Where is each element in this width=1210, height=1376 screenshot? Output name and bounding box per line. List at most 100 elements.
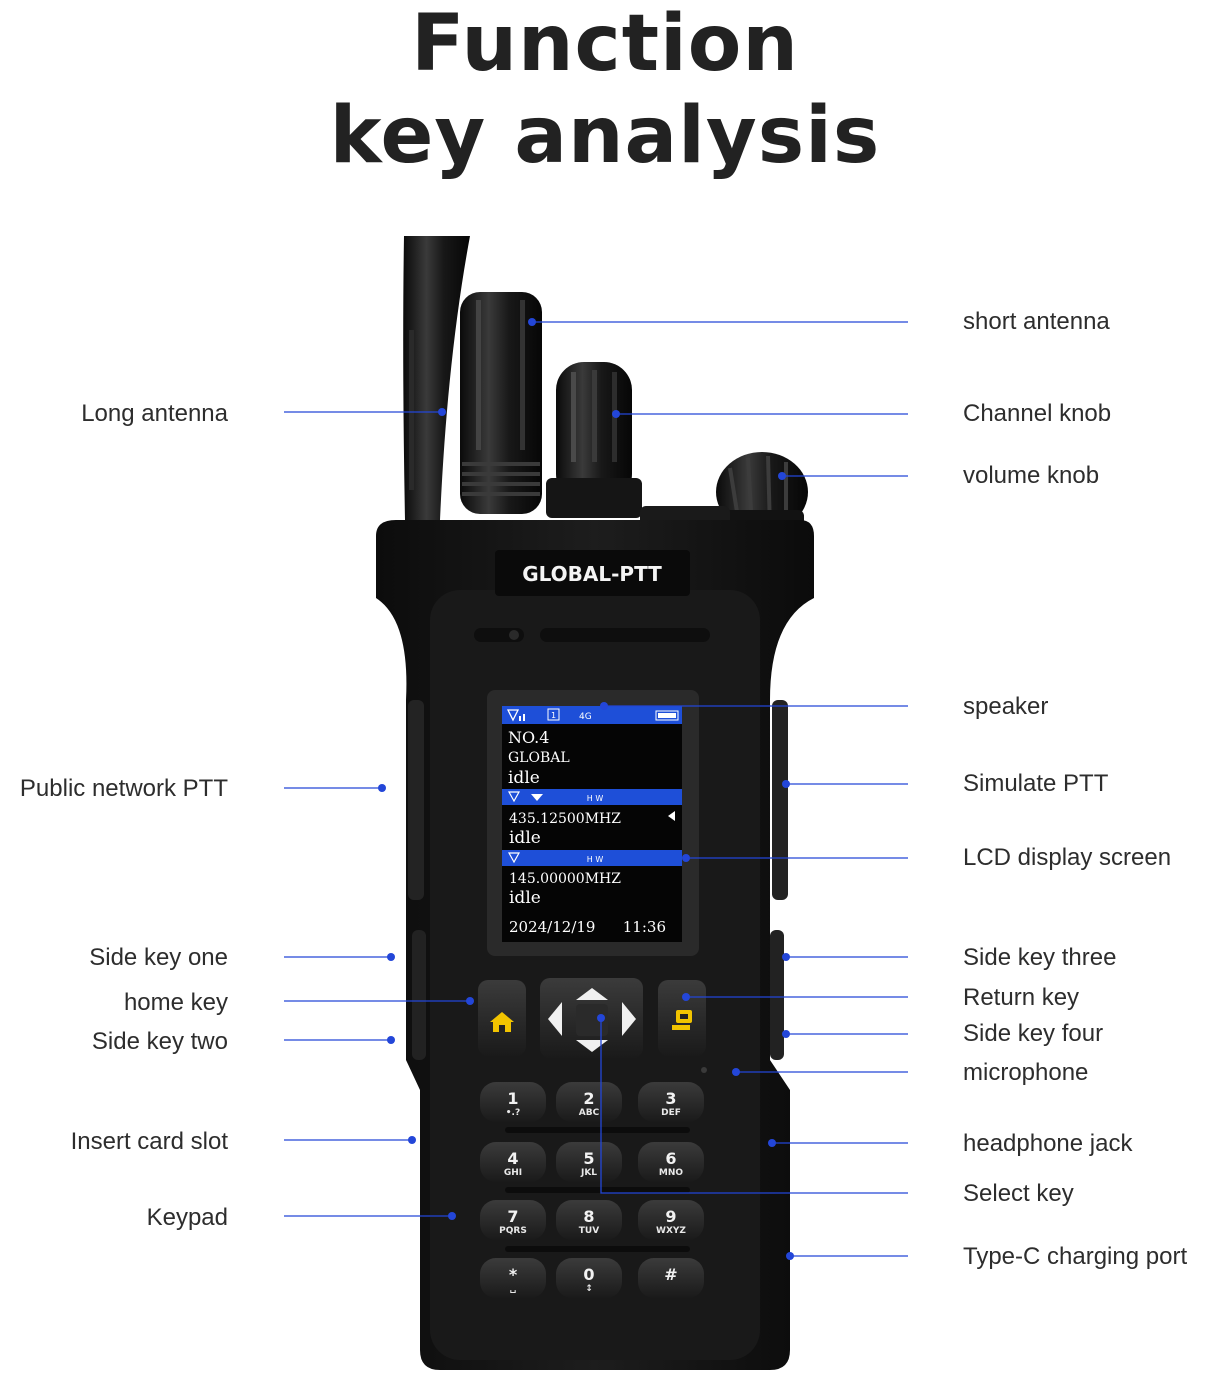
label-public-network-ptt: Public network PTT	[19, 775, 228, 802]
keypad-key-letters: JKL	[580, 1168, 597, 1178]
label-keypad: Keypad	[146, 1204, 228, 1231]
microphone-hole	[701, 1067, 707, 1073]
lcd-line-group: GLOBAL	[508, 750, 570, 766]
label-headphone-jack: headphone jack	[963, 1130, 1133, 1157]
keypad-key-number: 0	[583, 1265, 594, 1284]
label-short-antenna: short antenna	[963, 308, 1110, 335]
label-microphone: microphone	[963, 1059, 1089, 1086]
navigation-d-pad[interactable]	[540, 978, 643, 1058]
label-type-c-charging-port: Type-C charging port	[963, 1243, 1188, 1270]
label-select-key: Select key	[963, 1180, 1074, 1207]
lcd-ch1-frequency: 435.12500MHZ	[509, 811, 621, 827]
keypad-key-number: 4	[507, 1149, 518, 1168]
keypad-key-letters: ␣	[510, 1284, 517, 1294]
home-icon	[490, 1012, 514, 1032]
keypad-key[interactable]: 0↕	[556, 1258, 622, 1298]
channel-2-signal-icon	[507, 852, 521, 864]
keypad-key-surface	[556, 1258, 622, 1298]
lcd-line-no: NO.4	[508, 728, 549, 747]
label-long-antenna: Long antenna	[81, 400, 228, 427]
up-arrow-icon	[576, 988, 608, 1000]
lcd-status-1: idle	[508, 768, 540, 788]
speaker-grille	[474, 628, 710, 642]
page-title-line-1: Function	[411, 0, 799, 89]
keypad-key-letters: ABC	[579, 1108, 600, 1118]
label-home-key: home key	[123, 989, 228, 1016]
keypad-key-number: 7	[507, 1207, 518, 1226]
select-key[interactable]	[576, 1004, 608, 1036]
channel-knob	[546, 362, 642, 518]
label-insert-card-slot: Insert card slot	[70, 1128, 228, 1155]
battery-icon	[655, 710, 679, 721]
keypad-key-number: 5	[583, 1149, 594, 1168]
keypad-key-letters: DEF	[661, 1108, 681, 1118]
home-key[interactable]	[478, 980, 526, 1056]
label-return-key: Return key	[963, 984, 1080, 1011]
ch1-selected-arrow-icon	[668, 811, 675, 821]
label-side-key-four: Side key four	[963, 1020, 1104, 1047]
label-speaker: speaker	[963, 693, 1049, 720]
keypad-key-letters: WXYZ	[656, 1226, 686, 1236]
keypad-key-letters: ↕	[585, 1284, 593, 1294]
lcd-sim-index: 1	[551, 711, 556, 720]
sim-slot-badge	[547, 708, 560, 721]
keypad-key-letters: MNO	[659, 1168, 683, 1178]
keypad-key-surface	[638, 1200, 704, 1240]
keypad-key-letters: •.?	[506, 1108, 520, 1118]
label-side-key-two: Side key two	[91, 1028, 228, 1055]
down-arrow-icon	[576, 1040, 608, 1052]
lcd-ch2-frequency: 145.00000MHZ	[509, 871, 621, 887]
short-antenna	[460, 292, 542, 514]
lcd-ch2-status: idle	[509, 888, 541, 908]
label-lcd-display-screen: LCD display screen	[963, 844, 1172, 871]
keypad-key-surface	[480, 1200, 546, 1240]
keypad-key-number: 2	[583, 1089, 594, 1108]
keypad-key-surface	[638, 1258, 704, 1298]
keypad-key[interactable]: #	[638, 1258, 704, 1298]
keypad-key-surface	[480, 1258, 546, 1298]
lcd-network: 4G	[579, 712, 592, 722]
lcd-ch1-status: idle	[509, 828, 541, 848]
keypad-key-number: #	[664, 1265, 677, 1284]
long-antenna	[403, 236, 470, 520]
keypad-key-number: 8	[583, 1207, 594, 1226]
keypad-key-surface	[480, 1142, 546, 1182]
lcd-time: 11:36	[623, 918, 666, 936]
channel-1-signal-icon	[507, 791, 521, 803]
keypad-key-number: 9	[665, 1207, 676, 1226]
keypad-key-number: 3	[665, 1089, 676, 1108]
page-title-line-2: key analysis	[329, 91, 881, 181]
lcd-ch1-flags: H W	[587, 794, 604, 803]
label-volume-knob: volume knob	[963, 462, 1100, 489]
keypad-key-number: 6	[665, 1149, 676, 1168]
lcd-date: 2024/12/19	[509, 918, 595, 936]
active-channel-arrow-icon	[531, 794, 543, 801]
keypad-key[interactable]: 1•.?	[480, 1082, 546, 1122]
keypad-key-surface	[556, 1200, 622, 1240]
label-simulate-ptt: Simulate PTT	[963, 770, 1109, 797]
left-arrow-icon	[548, 1002, 562, 1036]
brand-logo: GLOBAL-PTT	[522, 562, 662, 586]
keypad-key-letters: TUV	[579, 1226, 599, 1236]
lcd-display: 1 4G NO.4 GLOBAL idle H W 435.12500MHZ i…	[487, 690, 699, 956]
keypad-key[interactable]: *␣	[480, 1258, 546, 1298]
keypad-key-letters: PQRS	[499, 1226, 527, 1236]
keypad-key-surface	[480, 1082, 546, 1122]
signal-icon	[506, 709, 525, 722]
keypad-key-number: *	[509, 1265, 518, 1284]
label-side-key-three: Side key three	[963, 944, 1117, 971]
label-side-key-one: Side key one	[89, 944, 228, 971]
keypad-key-number: 1	[507, 1089, 518, 1108]
keypad-key-letters: GHI	[504, 1168, 522, 1178]
lcd-ch2-flags: H W	[587, 855, 604, 864]
return-key[interactable]	[658, 980, 706, 1056]
